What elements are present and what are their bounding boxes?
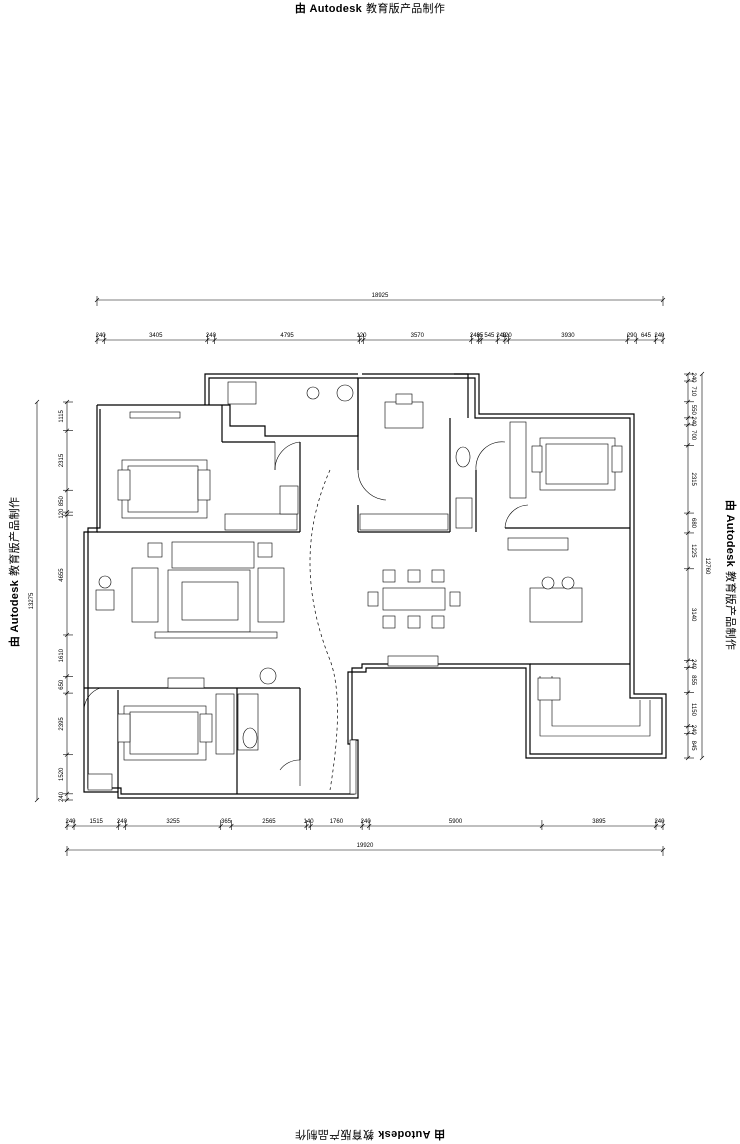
- dimension-top-segment: 4795: [280, 333, 294, 339]
- dimension-top-segment: 545: [484, 333, 495, 339]
- dimension-bottom-segment: 1760: [330, 819, 344, 825]
- dimension-line: [699, 755, 705, 761]
- dimension-right-segment: 240: [690, 373, 696, 384]
- cabinet-right: [507, 537, 569, 551]
- dimension-left-segment: 120: [59, 508, 65, 519]
- dimension-right-segment: 710: [690, 386, 696, 397]
- kitchen-island: [529, 587, 583, 623]
- plant-bottom: [259, 667, 277, 685]
- dimension-right-segment: 240: [690, 659, 696, 670]
- toilet-bottom: [242, 727, 258, 749]
- watermark-suffix: 教育版产品制作: [366, 2, 446, 15]
- dimension-bottom-segment: 365: [221, 819, 232, 825]
- dimension-left-segment: 850: [59, 496, 65, 507]
- dimension-left-segment: 2315: [59, 453, 65, 467]
- dimension-right-segment: 700: [690, 430, 696, 441]
- side-table-left: [147, 542, 163, 558]
- dimension-right-segment: 240: [690, 725, 696, 736]
- watermark-glyph: 由: [294, 3, 307, 15]
- dimension-left-segment: 240: [59, 791, 65, 802]
- dimension-top-segment: 85: [477, 333, 484, 339]
- dimension-bottom-segment: 5900: [449, 819, 463, 825]
- bed-master: [117, 411, 211, 519]
- study-desk: [384, 401, 424, 429]
- stool-2: [561, 576, 575, 590]
- bed-right: [531, 437, 623, 491]
- dimension-bottom-segment: 240: [654, 819, 665, 825]
- wardrobe-bottom: [215, 693, 235, 755]
- dimension-bottom-segment: 240: [117, 819, 128, 825]
- shower-top: [336, 384, 354, 402]
- dimension-top-segment: 240: [470, 333, 481, 339]
- dimension-right-segment: 855: [690, 675, 696, 686]
- dimension-top-total: 18925: [372, 293, 389, 299]
- dimension-right-total: 12760: [704, 558, 710, 575]
- study-chair: [395, 393, 413, 405]
- dimension-top-segment: 3405: [149, 333, 163, 339]
- dimension-bottom-segment: 3895: [592, 819, 606, 825]
- dimension-bottom-segment: 3255: [166, 819, 180, 825]
- dimension-bottom-segment: 240: [66, 819, 77, 825]
- dimension-right-segment: 3140: [690, 608, 696, 622]
- dimension-bottom-segment: 2565: [262, 819, 276, 825]
- dimension-left-total: 13275: [29, 592, 35, 609]
- side-table-right: [257, 542, 273, 558]
- dimension-top-segment: 120: [502, 333, 513, 339]
- study-cabinet: [359, 513, 449, 531]
- stool-1: [541, 576, 555, 590]
- dimension-right-segment: 845: [690, 741, 696, 752]
- wardrobe-side: [279, 485, 299, 515]
- dimension-top-segment: 120: [356, 333, 367, 339]
- wardrobe-right: [509, 421, 527, 499]
- dimension-left-segment: 4655: [59, 568, 65, 582]
- kitchen-counter: [539, 676, 651, 737]
- fridge: [537, 677, 561, 701]
- dimension-left-segment: 1520: [59, 767, 65, 781]
- dimension-bottom-segment: 240: [361, 819, 372, 825]
- balcony-washer: [87, 773, 113, 791]
- dimension-top-segment: 3930: [561, 333, 575, 339]
- dimension-top-segment: 240: [654, 333, 665, 339]
- entrance-cabinet: [349, 739, 357, 795]
- dimension-left-segment: 650: [59, 679, 65, 690]
- dimension-left-segment: 1610: [59, 648, 65, 662]
- dining-table: [367, 569, 461, 629]
- toilet-top: [306, 386, 320, 400]
- dimension-line: [34, 399, 40, 405]
- sideboard: [387, 655, 439, 667]
- dimension-bottom-segment: 140: [304, 819, 315, 825]
- dimension-top-segment: 290: [627, 333, 638, 339]
- bath-vanity: [227, 381, 257, 405]
- dimension-right-segment: 240: [690, 416, 696, 427]
- dimension-right-segment: 2315: [690, 473, 696, 487]
- wardrobe-master: [224, 513, 298, 531]
- dimension-top-segment: 3570: [411, 333, 425, 339]
- interior-walls: [84, 378, 630, 794]
- dimension-bottom-segment: 1515: [90, 819, 104, 825]
- dimension-bottom-total: 19920: [357, 843, 374, 849]
- bed-bottom: [117, 677, 213, 761]
- dimension-right-segment: 1225: [690, 544, 696, 558]
- toilet-right: [455, 446, 471, 468]
- bath-cabinet-right: [455, 497, 473, 529]
- dimension-left-segment: 2395: [59, 717, 65, 731]
- watermark-brand: Autodesk: [309, 3, 363, 15]
- dimension-top-segment: 240: [206, 333, 217, 339]
- dimension-left-segment: 1115: [59, 409, 65, 422]
- dimension-top-segment: 240: [96, 333, 107, 339]
- dimension-right-segment: 1150: [690, 703, 696, 717]
- dimension-right-segment: 550: [690, 405, 696, 416]
- dimension-top-segment: 240: [496, 333, 507, 339]
- dimension-line: [34, 797, 40, 803]
- living-sofa-set: [95, 541, 285, 639]
- plant-living: [98, 575, 112, 589]
- entrance-path: [309, 469, 338, 791]
- dimension-top-segment: 645: [641, 333, 652, 339]
- dimension-right-segment: 680: [690, 518, 696, 529]
- door-swings: [83, 441, 529, 786]
- dimension-line: [699, 371, 705, 377]
